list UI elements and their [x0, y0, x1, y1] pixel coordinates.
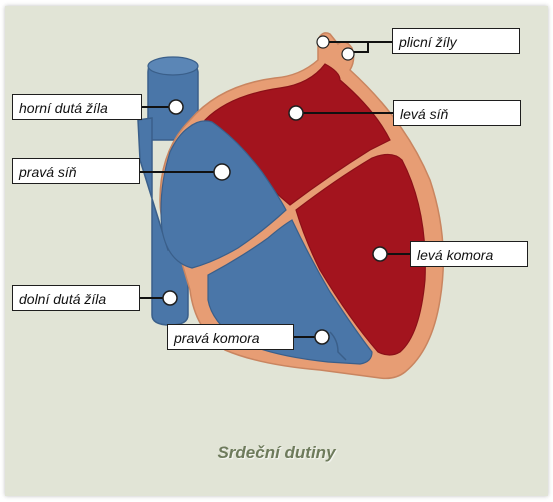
label-prava-sin: pravá síň: [12, 158, 140, 184]
label-horni-duta-zila: horní dutá žíla: [12, 94, 142, 120]
dot-leva-komora: [373, 247, 387, 261]
label-plicni-zily: plicní žíly: [392, 28, 520, 54]
label-dolni-duta-zila: dolní dutá žíla: [12, 285, 140, 311]
label-prava-komora: pravá komora: [167, 324, 294, 350]
label-leva-komora: levá komora: [410, 241, 528, 267]
dot-leva-sin: [289, 106, 303, 120]
label-leva-sin: levá síň: [393, 100, 521, 126]
dot-prava-sin: [214, 164, 230, 180]
dot-horni-duta-zila: [169, 100, 183, 114]
dot-dolni-duta-zila: [163, 291, 177, 305]
diagram-caption: Srdeční dutiny: [0, 443, 553, 463]
dot-prava-komora: [315, 330, 329, 344]
